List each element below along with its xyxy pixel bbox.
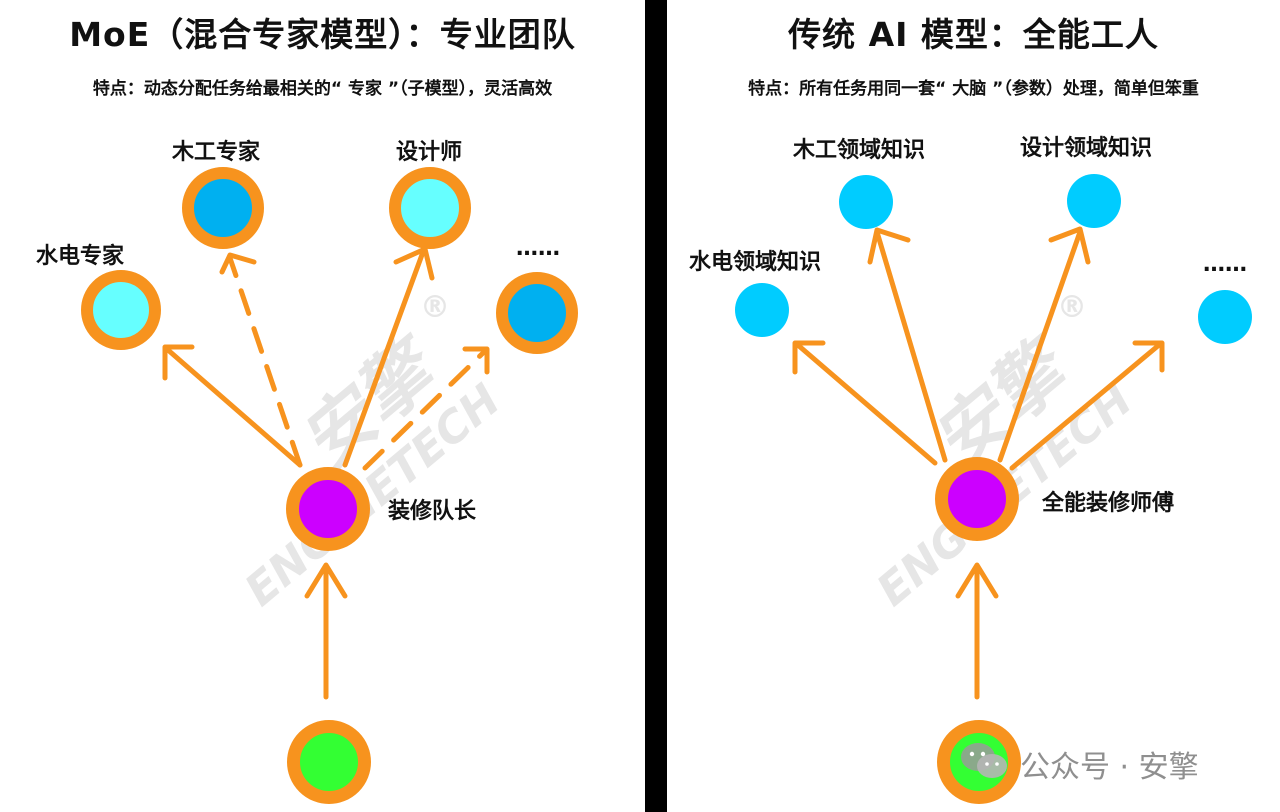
arrowhead-plumbing-knowledge [792, 340, 826, 375]
arrowhead-carpentry [219, 252, 257, 275]
panel-divider [645, 0, 667, 812]
input-node [287, 720, 371, 804]
expert-label-more: …… [516, 236, 560, 261]
knowledge-label-plumbing: 水电领域知识 [689, 250, 822, 275]
arrowhead-more [462, 346, 490, 375]
expert-label-carpentry: 木工专家 [172, 140, 261, 165]
arrow-to-designer [342, 249, 426, 468]
arrow-to-carpentry-knowledge [874, 229, 948, 463]
knowledge-node-plumbing [735, 283, 789, 337]
expert-node-plumbing [81, 270, 161, 350]
moe-title: MoE（混合专家模型）：专业团队 [69, 15, 576, 54]
arrowhead-input [304, 562, 348, 599]
traditional-panel: 传统 AI 模型：全能工人 特点：所有任务用同一套“ 大脑 ”（参数）处理，简单… [667, 0, 1280, 812]
knowledge-label-carpentry: 木工领域知识 [793, 138, 926, 163]
arrow-to-plumbing [165, 347, 303, 468]
router-node [286, 467, 370, 551]
wechat-watermark: 公众号 · 安擎 [958, 738, 1258, 785]
router-label: 装修队长 [388, 499, 477, 524]
knowledge-node-design [1067, 174, 1121, 228]
traditional-subtitle: 特点：所有任务用同一套“ 大脑 ”（参数）处理，简单但笨重 [748, 79, 1199, 99]
arrow-to-more [362, 349, 487, 471]
worker-node [935, 457, 1019, 541]
traditional-title: 传统 AI 模型：全能工人 [788, 15, 1159, 54]
wechat-icon [961, 743, 1007, 778]
arrow-to-carpentry [227, 255, 303, 468]
expert-label-plumbing: 水电专家 [36, 244, 125, 269]
knowledge-node-carpentry [839, 175, 893, 229]
arrowhead-more-knowledge [1132, 340, 1165, 373]
worker-label: 全能装修师傅 [1042, 491, 1175, 516]
arrow-to-design-knowledge [997, 229, 1083, 463]
arrow-to-plumbing-knowledge [796, 343, 938, 466]
expert-node-carpentry [182, 167, 264, 249]
knowledge-label-design: 设计领域知识 [1020, 136, 1153, 161]
moe-arrows [162, 246, 490, 700]
expert-node-designer [389, 167, 471, 249]
arrowhead-plumbing [162, 344, 195, 381]
arrowhead-design-knowledge [1048, 226, 1091, 265]
moe-subtitle: 特点：动态分配任务给最相关的“ 专家 ”（子模型），灵活高效 [92, 79, 553, 99]
expert-label-designer: 设计师 [396, 140, 463, 165]
traditional-arrows [792, 226, 1165, 700]
wechat-text: 公众号 · 安擎 [1020, 750, 1199, 785]
arrowhead-carpentry-knowledge [867, 227, 911, 265]
knowledge-node-more [1198, 290, 1252, 344]
expert-node-more [496, 272, 578, 354]
arrowhead-input-right [955, 562, 999, 599]
moe-panel: MoE（混合专家模型）：专业团队 特点：动态分配任务给最相关的“ 专家 ”（子模… [36, 15, 578, 804]
knowledge-label-more: …… [1203, 252, 1247, 277]
arrow-to-more-knowledge [1009, 342, 1162, 471]
arrowhead-designer [393, 246, 435, 281]
